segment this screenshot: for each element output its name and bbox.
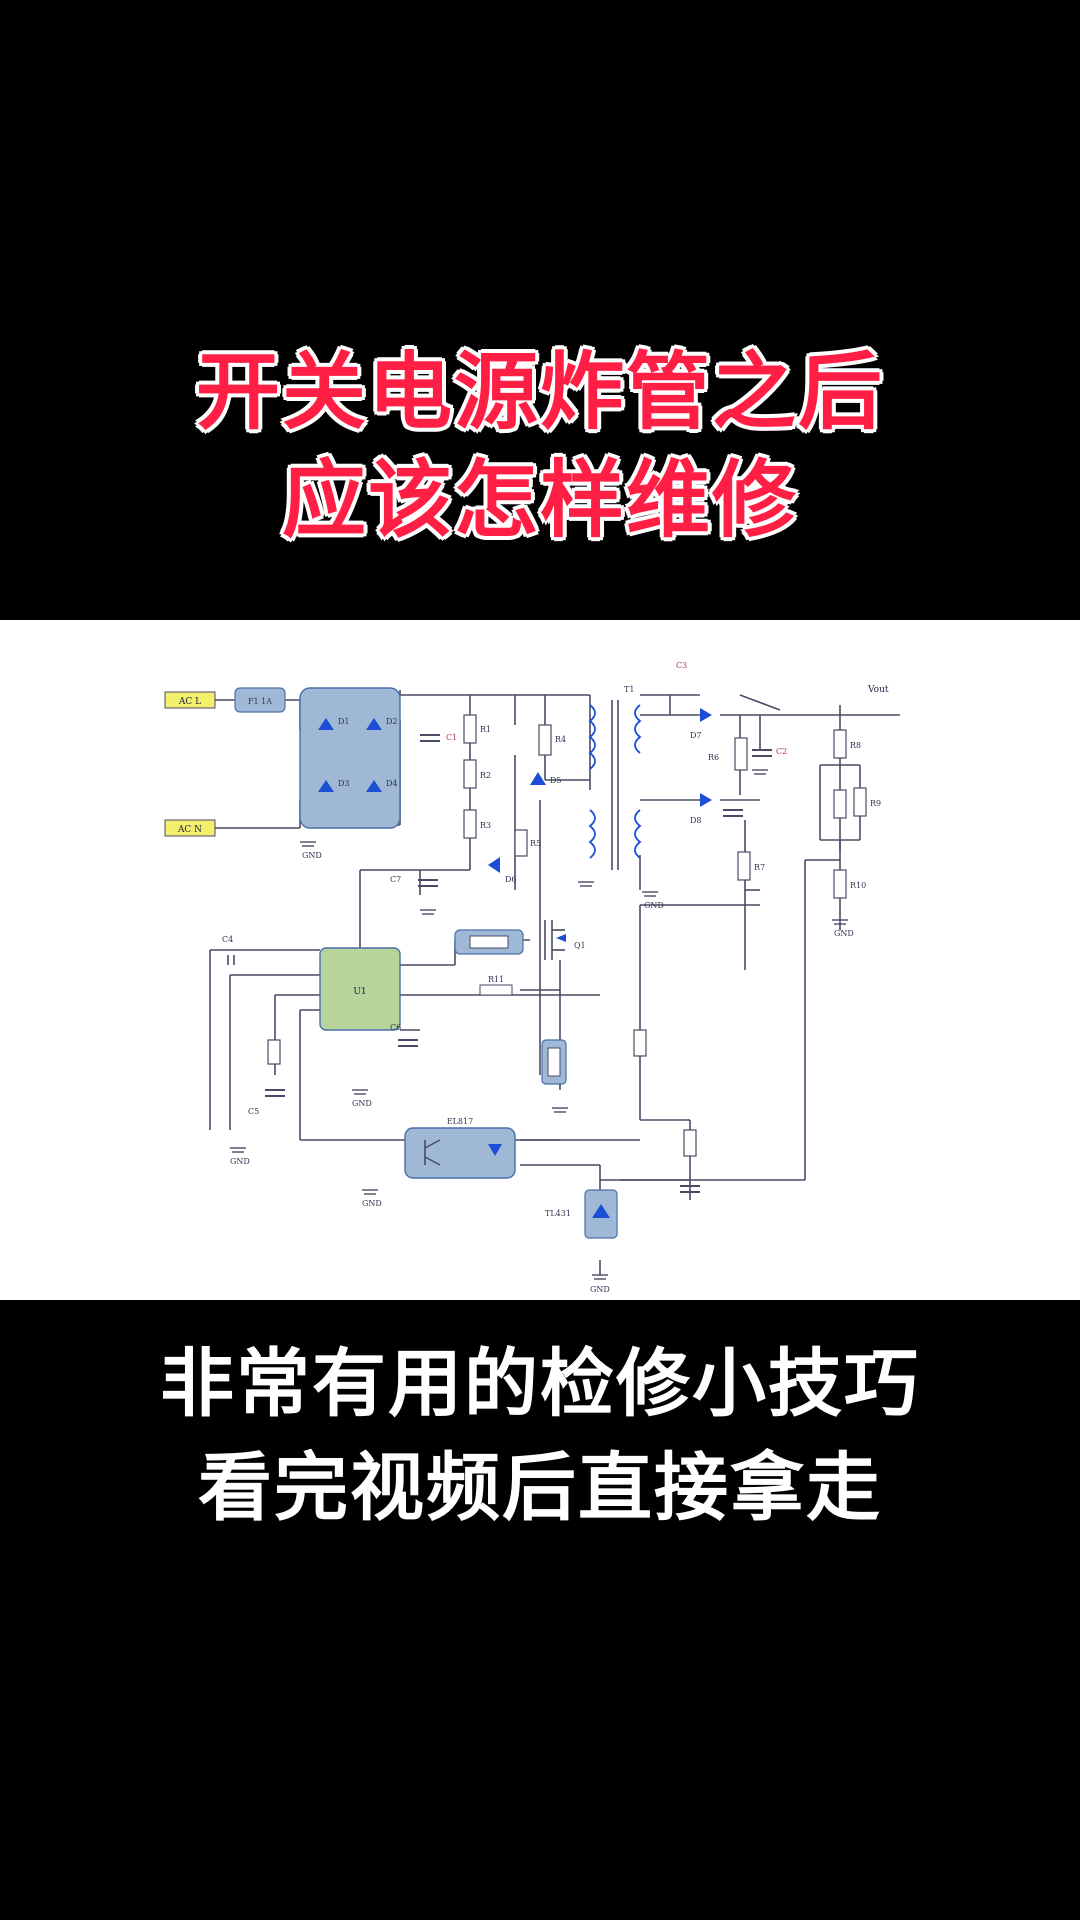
gnd-label-2: GND [644,901,664,910]
schematic-drawing: AC L AC N F1 1A D1 D2 D3 D4 C1 R1 [164,661,900,1294]
title-line-2: 应该怎样维修 [281,451,798,549]
t1-label: T1 [624,685,634,694]
d6-label: D6 [505,875,517,884]
r6-label: R6 [708,753,719,762]
r5-label: R5 [530,839,541,848]
r10-label: R10 [850,881,866,890]
d1-label: D1 [338,717,350,726]
c3-label: C3 [676,661,687,670]
bridge-rectifier [299,687,401,829]
gnd-label-7: GND [590,1285,610,1294]
r3-label: R3 [480,821,491,830]
mosfet-q1 [544,920,565,960]
c4-label: C4 [222,935,233,944]
d4-label: D4 [386,779,398,788]
c1-label: C1 [446,733,457,742]
gnd-label-5: GND [230,1157,250,1166]
gnd-label-3: GND [834,929,854,938]
u1-label: U1 [353,987,366,997]
u2-label: EL817 [447,1117,473,1126]
title-line-1: 开关电源炸管之后 [195,343,884,441]
caption-line-2: 看完视频后直接拿走 [198,1445,882,1531]
r9-label: R9 [870,799,881,808]
gnd-label-6: GND [362,1199,382,1208]
ac-n-connector [164,819,216,837]
d2-label: D2 [386,717,398,726]
pwm-controller-ic [319,947,401,1031]
d7-label: D7 [690,731,702,740]
video-caption: 非常有用的检修小技巧 看完视频后直接拿走 [0,1332,1080,1540]
caption-line-1: 非常有用的检修小技巧 [160,1341,920,1427]
fuse-block [234,687,286,713]
q1-label: Q1 [574,941,586,950]
gnd-label-1: GND [302,851,322,860]
gnd-label-4: GND [352,1099,372,1108]
vout-label: Vout [867,685,889,695]
r1-label: R1 [480,725,491,734]
u3-label: TL431 [545,1209,571,1218]
fuse-label: F1 1A [248,697,272,706]
ground-symbols [230,769,848,1280]
ac-l-label: AC L [178,697,201,707]
r8-label: R8 [850,741,861,750]
r11-label: R11 [488,975,504,984]
transformer [588,704,642,859]
c2-label: C2 [776,747,787,756]
r4-label: R4 [555,735,566,744]
optocoupler [404,1127,516,1179]
circuit-schematic: AC L AC N F1 1A D1 D2 D3 D4 C1 R1 [0,620,1080,1300]
d5-label: D5 [550,776,562,785]
c5-label: C5 [248,1107,259,1116]
r7-label: R7 [754,863,765,872]
c7-label: C7 [390,875,401,884]
ac-l-connector [164,691,216,709]
d3-label: D3 [338,779,350,788]
video-title: 开关电源炸管之后 应该怎样维修 [0,338,1080,554]
d8-label: D8 [690,816,702,825]
ac-n-label: AC N [177,825,202,835]
r2-label: R2 [480,771,491,780]
c6-label: C6 [390,1023,401,1032]
